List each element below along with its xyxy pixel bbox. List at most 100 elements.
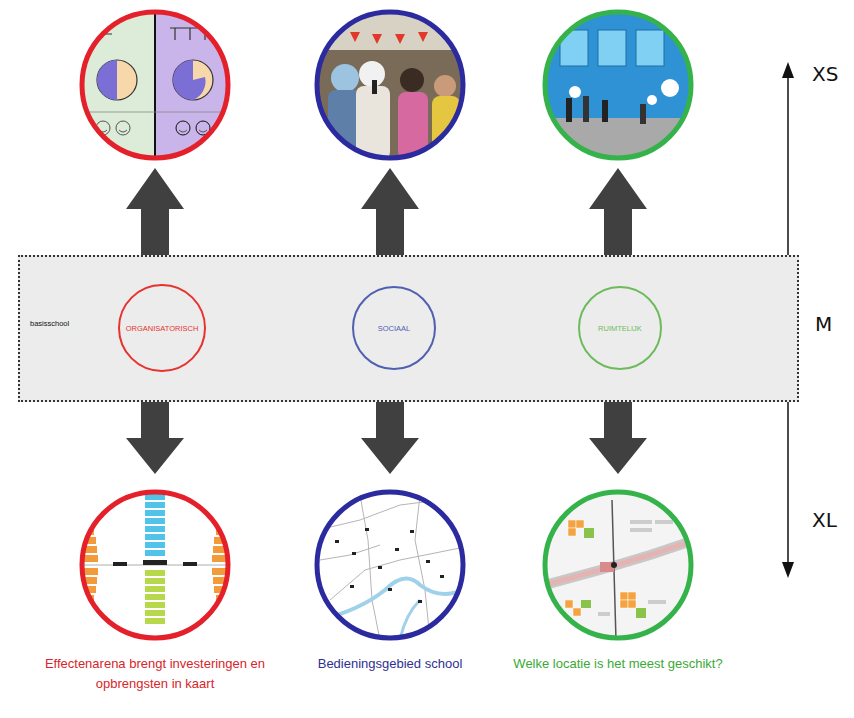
effect-arena-illustration-part-part (145, 594, 165, 600)
location-map-part-part (573, 608, 581, 616)
location-map-part-part (598, 612, 610, 616)
location-map-part (545, 540, 695, 585)
effect-arena-illustration-part (143, 560, 167, 565)
aspect-circle: SOCIAAL (352, 286, 436, 370)
spatial-photo-part (640, 104, 646, 124)
location-map-part-part (628, 600, 636, 608)
location-map-part (565, 520, 636, 616)
illustration-ring (317, 12, 463, 158)
service-area-map-part-part (320, 545, 380, 560)
organisation-illustration-part (97, 60, 137, 100)
circle-outline (78, 488, 232, 642)
location-map-part (598, 520, 673, 616)
effect-arena-illustration-part (145, 494, 165, 556)
organisation-illustration-part-part (116, 121, 130, 135)
effect-arena-illustration-part-part (145, 510, 165, 516)
location-map-part-part (636, 608, 646, 618)
illustration-ring (82, 12, 228, 158)
organisation-illustration (80, 10, 230, 160)
circle-outline (82, 492, 228, 638)
spatial-photo (543, 10, 693, 160)
scale-arrow-part (782, 562, 794, 578)
circle-outline (541, 488, 695, 642)
effect-arena-illustration-part-part (145, 534, 165, 540)
aspect-label: SOCIAAL (378, 324, 411, 333)
up-arrow-part (361, 168, 419, 255)
caption-text: Effectenarena brengt investeringen en op… (35, 654, 275, 693)
effect-arena-illustration-part-part (84, 555, 98, 562)
service-area-map-part-part (378, 566, 382, 569)
effect-arena-illustration-part-part (212, 555, 226, 562)
spatial-photo-part (583, 96, 589, 122)
service-area-map (315, 490, 465, 640)
band-region: basisschoolORGANISATORISCHSOCIAALRUIMTEL… (18, 255, 799, 402)
location-map-part-part (620, 592, 628, 600)
effect-arena-illustration-part (80, 490, 230, 640)
location-map-part-part (648, 600, 666, 604)
service-area-map-part-part (388, 588, 392, 591)
effect-arena-illustration-part-part (145, 578, 165, 584)
location-map-part-part (568, 520, 576, 528)
social-photo-part (434, 75, 456, 97)
spatial-photo-part (543, 10, 693, 120)
effect-arena-illustration-part-part (145, 610, 165, 616)
location-map-part (581, 528, 646, 618)
effect-arena-illustration-part-part (145, 542, 165, 548)
spatial-photo-part (566, 98, 572, 122)
block-arrow (361, 402, 419, 474)
up-arrow-part (589, 168, 647, 255)
location-map (543, 490, 695, 640)
service-area-map-part-part (395, 548, 399, 551)
social-photo-part (372, 80, 377, 94)
effect-arena-illustration-part-part (145, 570, 165, 576)
location-map-part-part (630, 520, 652, 524)
social-photo-part (315, 10, 465, 160)
service-area-map-part-part (410, 530, 414, 533)
location-map-part-part (565, 600, 573, 608)
location-map-part-part (655, 520, 673, 524)
organisation-illustration-part-part (176, 121, 190, 135)
social-photo-part (315, 10, 465, 50)
service-area-map-part-part (365, 528, 369, 531)
organisation-illustration-part (173, 60, 206, 100)
organisation-illustration-part (82, 112, 228, 113)
effect-arena-illustration-part-part (145, 550, 165, 556)
location-map-part (545, 540, 695, 585)
effect-arena-illustration-part-part (212, 568, 226, 575)
location-map-part-part (628, 592, 636, 600)
social-photo (315, 10, 465, 160)
organisation-illustration-part (97, 60, 117, 100)
effect-arena-illustration (80, 490, 230, 640)
service-area-map-part-part (418, 600, 422, 603)
caption-text: Bedieningsgebied school (265, 654, 515, 674)
effect-arena-illustration-part (113, 562, 127, 566)
circle-outline (313, 488, 467, 642)
effect-arena-illustration-part (84, 528, 226, 602)
effect-arena-illustration-part-part (145, 586, 165, 592)
aspect-circle: ORGANISATORISCH (118, 284, 206, 372)
social-photo-part (331, 64, 359, 92)
location-map-part-part (630, 528, 652, 532)
organisation-illustration-part (155, 10, 230, 160)
illustrated-circle: Effectenarena brengt investeringen en op… (25, 474, 285, 693)
band-label: basisschool (30, 319, 69, 328)
location-map-part-part (581, 600, 591, 608)
illustrated-circle: Welke locatie is het meest geschikt? (488, 474, 748, 674)
social-photo-part (356, 86, 390, 160)
up-arrow (126, 168, 647, 255)
scale-label: XS (812, 62, 838, 86)
service-area-map-part (315, 490, 465, 640)
effect-arena-illustration-part-part (145, 518, 165, 524)
caption-text: Welke locatie is het meest geschikt? (488, 654, 748, 674)
location-map-part (611, 562, 617, 568)
location-map-part-part (620, 600, 628, 608)
effect-arena-illustration-part-part (84, 568, 98, 575)
illustration-ring (545, 12, 691, 158)
spatial-photo-part (661, 79, 679, 97)
effect-arena-illustration-part (145, 570, 165, 624)
effect-arena-illustration-part-part (145, 494, 165, 500)
organisation-illustration-part (154, 10, 156, 160)
service-area-map-part (320, 579, 462, 620)
service-area-map-part-part (352, 552, 356, 555)
service-area-map-part-part (415, 495, 430, 640)
